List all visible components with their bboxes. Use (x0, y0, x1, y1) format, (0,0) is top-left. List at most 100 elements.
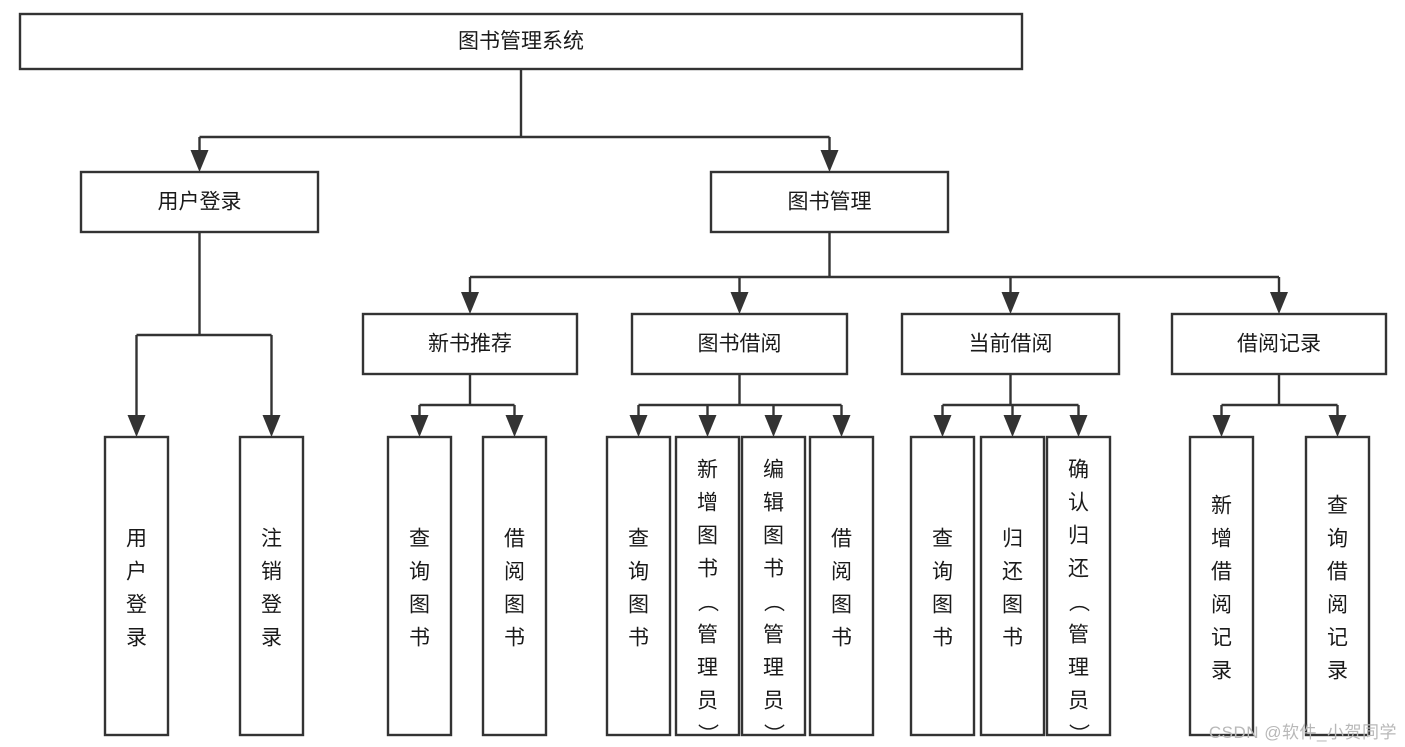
edges-layer (127, 69, 1347, 437)
node-box-new-book-recommend (361, 312, 579, 376)
node-label-char: 图 (763, 525, 784, 548)
node-label-char: 管 (697, 624, 718, 647)
node-label-char: 阅 (504, 561, 525, 584)
node-label-char: （ (696, 591, 719, 612)
node-box-book-borrow (630, 312, 849, 376)
node-box-book-management (709, 170, 950, 234)
node-box-user-login-do (103, 435, 170, 737)
node-box-query-book-c (909, 435, 976, 737)
arrow-head-icon (410, 415, 429, 437)
node-label-new-book-recommend: 新书推荐 (428, 333, 512, 356)
node-label-char: ） (696, 723, 719, 744)
node-book-borrow[interactable]: 图书借阅 (630, 312, 849, 376)
arrow-head-icon (1003, 415, 1022, 437)
node-label-book-management: 图书管理 (788, 191, 872, 214)
arrow-head-icon (127, 415, 146, 437)
node-label-borrow-record: 借阅记录 (1237, 333, 1321, 356)
node-label-char: 图 (628, 594, 649, 617)
node-label-char: 询 (932, 561, 953, 584)
node-label-char: 户 (126, 561, 147, 584)
node-label-char: 增 (1211, 528, 1232, 551)
node-label-char: 理 (697, 657, 718, 680)
node-label-char: 登 (126, 594, 147, 617)
node-box-user-logout (238, 435, 305, 737)
arrow-head-icon (1001, 292, 1020, 314)
node-label-undefined: 图书管理系统 (458, 30, 584, 53)
node-label-char: 询 (628, 561, 649, 584)
arrow-head-icon (933, 415, 952, 437)
node-label-char: 借 (1211, 561, 1232, 584)
node-label-char: 用 (126, 528, 147, 551)
node-label-char: 阅 (1327, 594, 1348, 617)
node-label-char: 管 (1068, 624, 1089, 647)
node-label-char: 图 (504, 594, 525, 617)
node-label-char: 查 (409, 528, 430, 551)
arrow-head-icon (1328, 415, 1347, 437)
node-box-current-borrow (900, 312, 1121, 376)
arrow-head-icon (820, 150, 839, 172)
node-borrow-record[interactable]: 借阅记录 (1170, 312, 1388, 376)
node-label-char: 录 (1327, 660, 1348, 683)
node-box-return-book (979, 435, 1046, 737)
node-label-char: 销 (261, 561, 282, 584)
node-label-char: 录 (1211, 660, 1232, 683)
node-new-book-recommend[interactable]: 新书推荐 (361, 312, 579, 376)
node-box-add-record (1188, 435, 1255, 737)
node-label-char: 归 (1068, 525, 1089, 548)
node-label-char: 书 (1002, 627, 1023, 650)
arrow-head-icon (730, 292, 749, 314)
node-label-char: （ (762, 591, 785, 612)
node-label-char: 图 (831, 594, 852, 617)
node-label-char: 图 (1002, 594, 1023, 617)
node-label-char: 书 (628, 627, 649, 650)
node-label-char: ） (762, 723, 785, 744)
node-user-login-do[interactable]: 用户登录 (103, 435, 170, 737)
node-box-user-login (79, 170, 320, 234)
arrow-head-icon (262, 415, 281, 437)
watermark-text: CSDN @软件_小贺同学 (1208, 723, 1397, 742)
node-label-char: 借 (1327, 561, 1348, 584)
node-label-char: 询 (409, 561, 430, 584)
node-label-char: 理 (763, 657, 784, 680)
node-label-user-login: 用户登录 (158, 191, 242, 214)
node-box-query-book-rec (386, 435, 453, 737)
node-label-char: 图 (409, 594, 430, 617)
node-label-char: 录 (126, 627, 147, 650)
node-label-current-borrow: 当前借阅 (969, 333, 1053, 356)
arrow-head-icon (505, 415, 524, 437)
node-label-char: 员 (1068, 690, 1089, 713)
arrow-head-icon (698, 415, 717, 437)
node-label-char: 阅 (1211, 594, 1232, 617)
node-label-char: 书 (932, 627, 953, 650)
node-label-char: 注 (261, 528, 282, 551)
node-box-undefined (18, 12, 1024, 71)
node-label-char: 新 (697, 459, 718, 482)
node-label-char: 登 (261, 594, 282, 617)
node-label-char: （ (1067, 591, 1090, 612)
node-label-char: 还 (1002, 561, 1023, 584)
node-box-confirm-return (1045, 435, 1112, 737)
node-label-char: 辑 (763, 492, 784, 515)
node-user-login[interactable]: 用户登录 (79, 170, 320, 234)
node-label-char: 确 (1068, 459, 1089, 482)
node-book-management[interactable]: 图书管理 (709, 170, 950, 234)
node-undefined[interactable]: 图书管理系统 (18, 12, 1024, 71)
node-label-char: 录 (261, 627, 282, 650)
arrow-head-icon (832, 415, 851, 437)
node-label-char: 书 (763, 558, 784, 581)
node-current-borrow[interactable]: 当前借阅 (900, 312, 1121, 376)
